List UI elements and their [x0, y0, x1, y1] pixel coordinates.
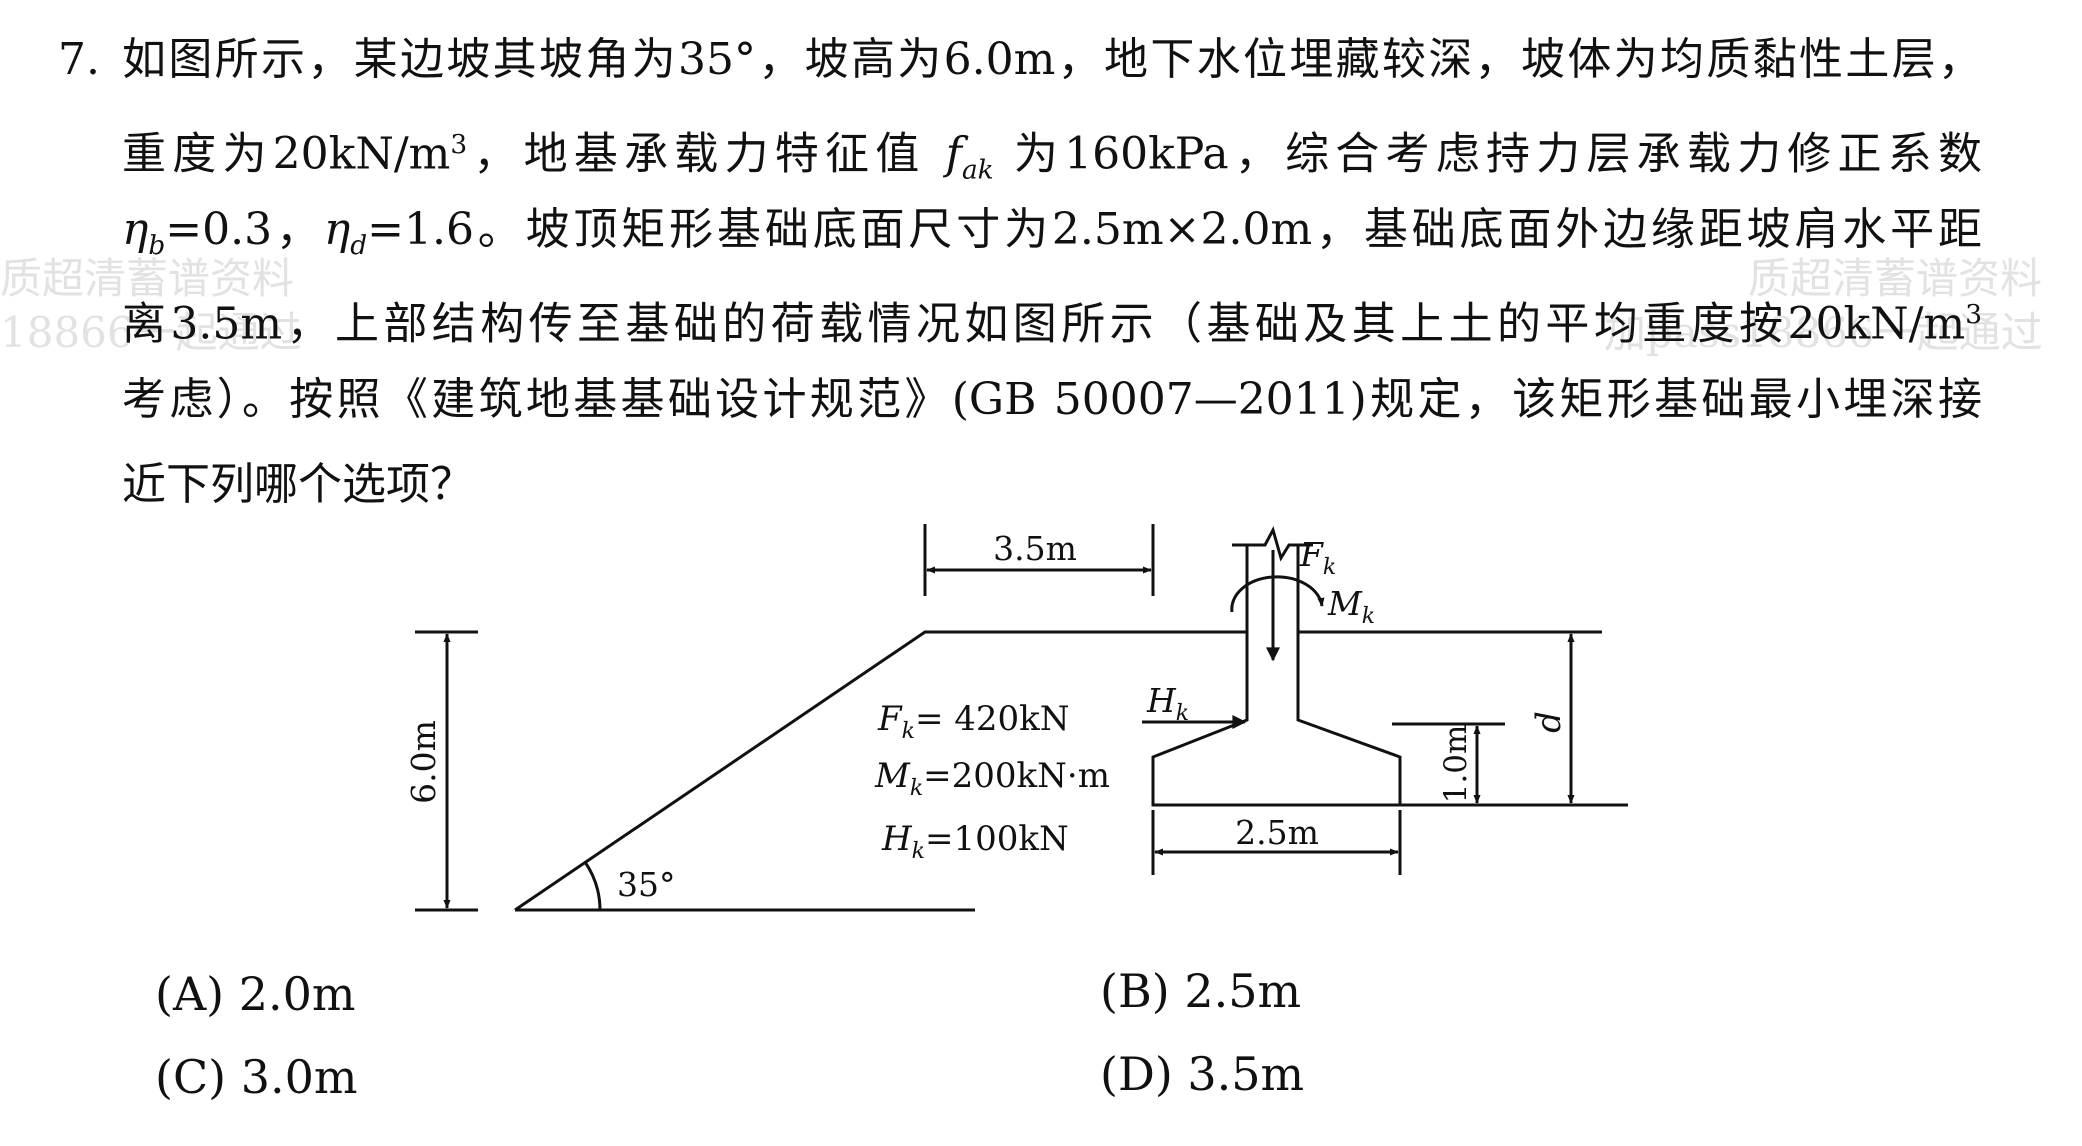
- watermark-left-top: 质超清蓄谱资料: [0, 254, 295, 303]
- stem-text: =1.6。坡顶矩形基础底面尺寸为2.5m×2.0m，基础底面外边缘距坡肩水平距: [367, 204, 1982, 255]
- question-stem: 如图所示，某边坡其坡角为35°，坡高为6.0m，地下水位埋藏较深，坡体为均质黏性…: [122, 30, 1982, 540]
- value-H-sub: k: [912, 839, 925, 864]
- load-F-symbol: F: [1299, 535, 1324, 574]
- stem-line-2: 重度为20kN/m3，地基承载力特征值 fak 为160kPa，综合考虑持力层承…: [122, 115, 1982, 200]
- load-F-label: Fk: [1299, 535, 1336, 580]
- value-M: Mk=200kN·m: [874, 756, 1110, 801]
- subscript-ak: ak: [961, 154, 994, 186]
- stem-text: 考虑）。按照《建筑地基基础设计规范》(GB 50007—2011)规定，该矩形基…: [122, 374, 1982, 425]
- value-F-sub: k: [902, 719, 915, 744]
- footing-height-label: 1.0m: [1438, 725, 1474, 804]
- symbol-f: f: [945, 128, 962, 180]
- dim-3-5m-label: 3.5m: [993, 529, 1077, 568]
- symbol-eta: η: [122, 204, 149, 255]
- stem-line-6: 近下列哪个选项？: [122, 455, 1982, 540]
- stem-text: 为160kPa，综合考虑持力层承载力修正系数: [993, 128, 1982, 180]
- option-a[interactable]: (A) 2.0m: [155, 967, 356, 1021]
- watermark-right-bottom: 加pass18866一起通过: [1604, 308, 2043, 357]
- symbol-eta: η: [323, 204, 351, 255]
- value-F-symbol: F: [877, 699, 903, 739]
- foundation-outline: [1151, 545, 1402, 807]
- stem-line-5: 考虑）。按照《建筑地基基础设计规范》(GB 50007—2011)规定，该矩形基…: [122, 370, 1982, 455]
- column-break: [1232, 526, 1313, 562]
- angle-label: 35°: [617, 865, 676, 904]
- stem-text: 近下列哪个选项？: [122, 459, 474, 510]
- value-M-sub: k: [910, 776, 923, 801]
- subscript-d: d: [350, 229, 368, 261]
- question-number: 7.: [58, 34, 100, 85]
- superscript: 3: [450, 129, 468, 160]
- moment-arc: [1230, 575, 1325, 613]
- option-c[interactable]: (C) 3.0m: [155, 1050, 358, 1104]
- load-M-symbol: M: [1327, 584, 1363, 623]
- value-F-text: = 420kN: [915, 699, 1070, 739]
- value-H: Hk=100kN: [881, 819, 1069, 864]
- option-b[interactable]: (B) 2.5m: [1100, 964, 1302, 1018]
- load-M-label: Mk: [1327, 584, 1375, 629]
- stem-text: 重度为20kN/m: [122, 128, 451, 180]
- stem-text: =0.3，: [165, 204, 324, 255]
- load-H-sub: k: [1176, 701, 1189, 726]
- load-F-sub: k: [1323, 555, 1336, 580]
- stem-line-1: 如图所示，某边坡其坡角为35°，坡高为6.0m，地下水位埋藏较深，坡体为均质黏性…: [122, 30, 1982, 115]
- slope-height-label: 6.0m: [404, 720, 443, 804]
- stem-text: 离3.5m，上部结构传至基础的荷载情况如图所示（基础及其上土的平均重度按20kN…: [122, 298, 1966, 350]
- subscript-b: b: [148, 229, 166, 261]
- value-F: Fk= 420kN: [877, 699, 1069, 744]
- slope-outline: [514, 630, 1247, 912]
- angle-arc: [583, 861, 602, 911]
- value-M-text: =200kN·m: [923, 756, 1110, 796]
- watermark-right-top: 质超清蓄谱资料: [1748, 254, 2043, 303]
- value-M-symbol: M: [874, 756, 911, 796]
- depth-label: d: [1529, 711, 1569, 733]
- stem-text: ，地基承载力特征值: [467, 128, 946, 180]
- load-M-sub: k: [1362, 604, 1375, 629]
- watermark-left-bottom: 18866一起通过: [0, 308, 302, 357]
- stem-text: 如图所示，某边坡其坡角为35°，坡高为6.0m，地下水位埋藏较深，坡体为均质黏性…: [122, 34, 1982, 85]
- option-d[interactable]: (D) 3.5m: [1100, 1047, 1305, 1101]
- value-H-symbol: H: [881, 819, 913, 859]
- load-H-label: Hk: [1146, 681, 1189, 726]
- superscript: 3: [1965, 299, 1982, 330]
- load-H-symbol: H: [1146, 681, 1177, 720]
- footing-width-label: 2.5m: [1235, 813, 1319, 852]
- stem-line-4: 离3.5m，上部结构传至基础的荷载情况如图所示（基础及其上土的平均重度按20kN…: [122, 285, 1982, 370]
- stem-line-3: ηb=0.3，ηd=1.6。坡顶矩形基础底面尺寸为2.5m×2.0m，基础底面外…: [122, 200, 1982, 285]
- value-H-text: =100kN: [925, 819, 1069, 859]
